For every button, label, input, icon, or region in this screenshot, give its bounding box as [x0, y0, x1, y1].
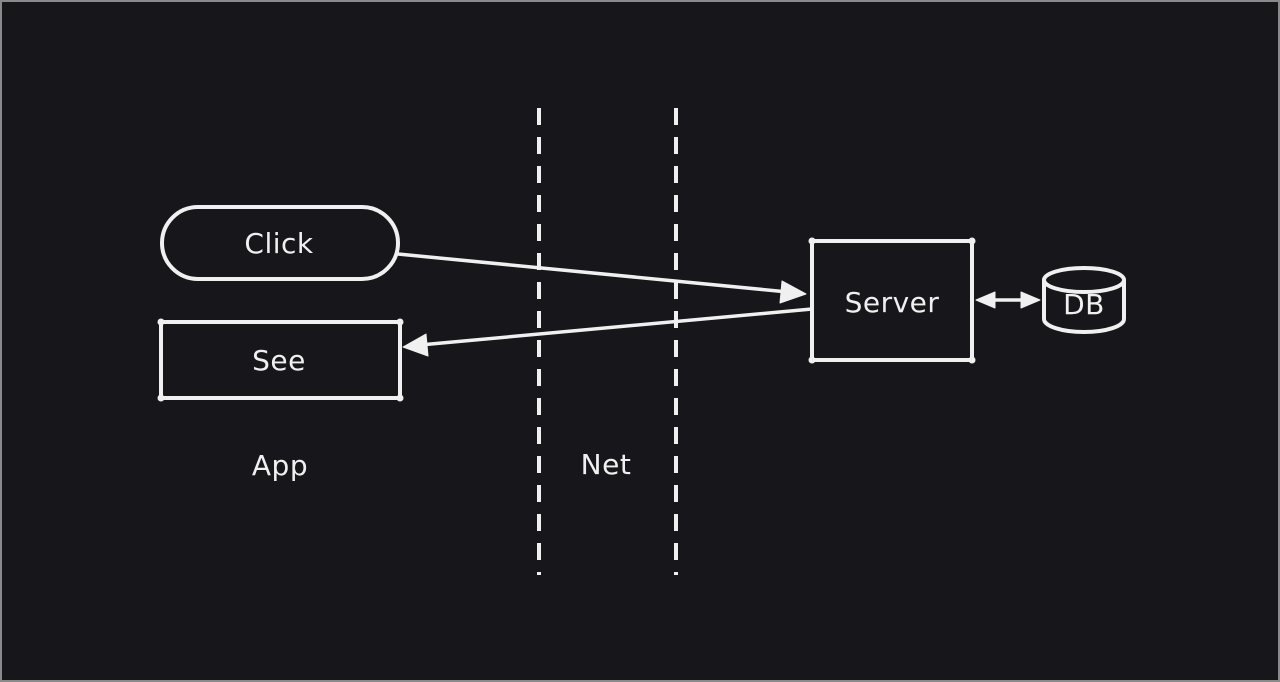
- click-node-label: Click: [244, 227, 314, 260]
- arrowhead-into-server: [779, 280, 807, 304]
- arrowhead-into-server-from-db: [975, 291, 996, 309]
- server-node-label: Server: [845, 286, 940, 319]
- db-cylinder-body: [1042, 278, 1126, 334]
- see-corner-dot: [396, 318, 404, 326]
- see-corner-dot: [157, 318, 165, 326]
- click-node-shape: [160, 205, 400, 281]
- edge-click-to-server: [396, 252, 790, 294]
- app-zone-label: App: [252, 449, 308, 482]
- arrowhead-into-db: [1020, 291, 1041, 309]
- server-corner-dot: [808, 356, 816, 364]
- server-corner-dot: [808, 237, 816, 245]
- server-corner-dot: [968, 356, 976, 364]
- edge-server-to-see: [418, 307, 814, 347]
- see-node-label: See: [252, 344, 306, 377]
- see-corner-dot: [396, 394, 404, 402]
- see-node-shape: [159, 320, 402, 400]
- server-corner-dot: [968, 237, 976, 245]
- db-node-label: DB: [1063, 288, 1105, 321]
- arrowhead-into-see: [402, 333, 429, 357]
- net-zone-label: Net: [581, 448, 632, 481]
- db-cylinder-top: [1042, 266, 1126, 294]
- server-node-shape: [810, 239, 974, 362]
- see-corner-dot: [157, 394, 165, 402]
